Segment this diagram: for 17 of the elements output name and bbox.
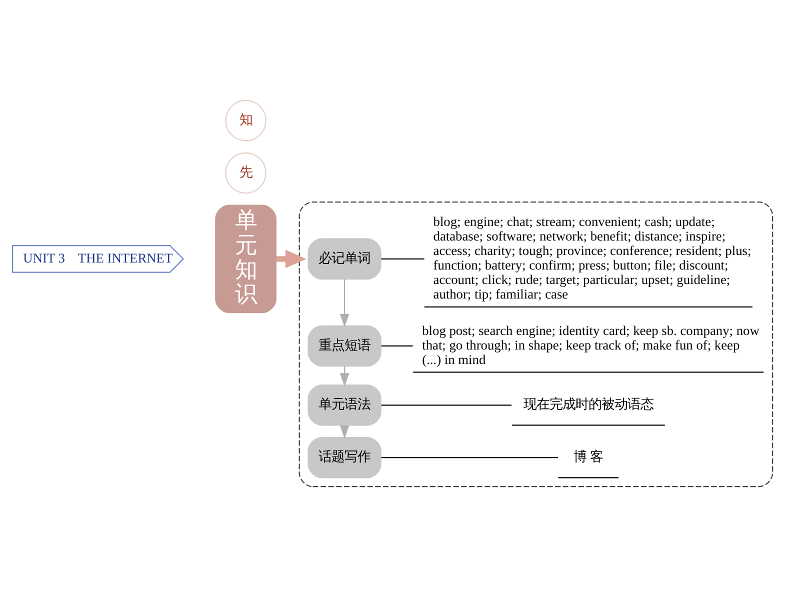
node-box: 单元知识: [215, 204, 276, 314]
cluster: [298, 201, 774, 488]
node-box: 话题写作: [308, 436, 382, 478]
node-text: 现在完成时的被动语态: [523, 396, 654, 412]
node-circle: 知: [225, 100, 266, 142]
node-circle: 先: [225, 152, 266, 194]
arrow: [340, 279, 350, 328]
node-text: blog; engine; chat; stream; convenient; cash; update; database; software; network; benefit; distance; inspire; access; charity; tough; province; conference; resident; plus; function; battery; confirm; press; button; file; discount; account; click; rude; target; particular; upset; guideline; author; tip; familiar; case: [433, 214, 752, 302]
connector: [381, 457, 558, 458]
node-box: 必记单词: [308, 238, 382, 280]
connector: [381, 345, 413, 347]
node-text: blog post; search engine; identity card; keep sb. company; now that; go through; in shape; keep track of; make fun of; keep (...) in mind: [422, 322, 760, 367]
arrow: [276, 250, 306, 268]
connector: [381, 258, 424, 260]
node-box: 重点短语: [308, 325, 382, 367]
node-text: 博 客: [574, 449, 604, 464]
connector: [381, 404, 512, 406]
